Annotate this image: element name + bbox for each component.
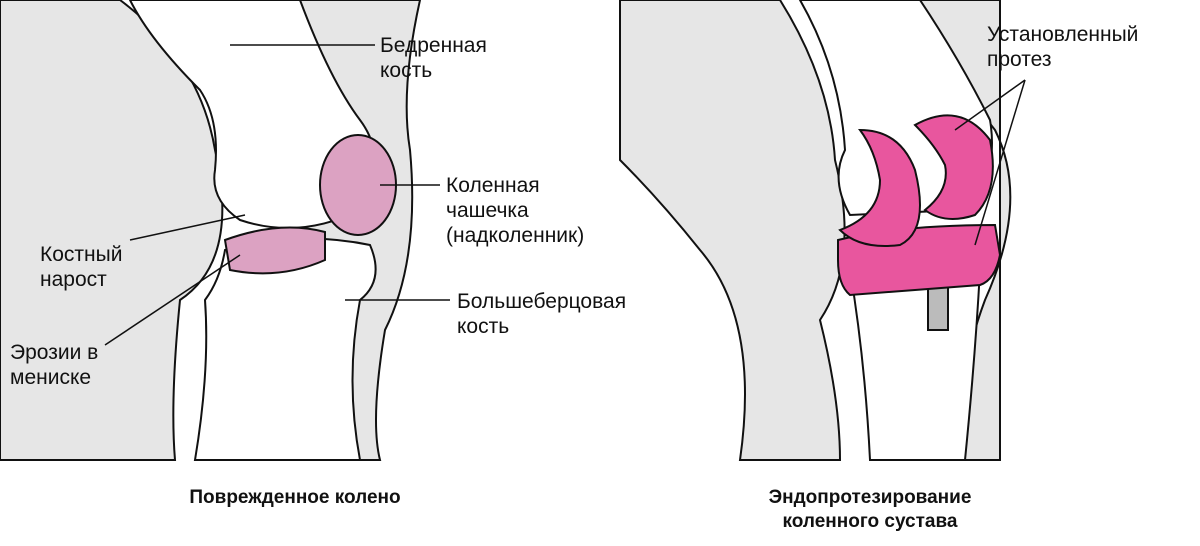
caption-knee-replacement: Эндопротезирование коленного сустава (768, 487, 972, 532)
right-leg-silhouette (619, 0, 846, 461)
label-prosthesis: Установленный протез (987, 23, 1139, 71)
prosthesis-femoral-right (913, 114, 994, 220)
left-femur (128, 0, 376, 229)
label-tibia: Большеберцовая кость (457, 290, 627, 338)
left-tibia (193, 237, 377, 461)
right-tibia (848, 269, 982, 461)
label-patella: Коленная чашечка (надколенник) (446, 174, 585, 247)
left-meniscus (223, 226, 326, 275)
leader-lines (104, 44, 1026, 346)
label-femur: Бедренная кость (380, 34, 487, 82)
prosthesis-femoral-left (838, 128, 921, 247)
caption-damaged-knee: Поврежденное колено (189, 487, 401, 508)
label-meniscus-erosion: Эрозии в мениске (10, 341, 99, 389)
prosthesis-stem (927, 284, 949, 331)
label-bone-spur: Костный нарост (40, 243, 123, 291)
